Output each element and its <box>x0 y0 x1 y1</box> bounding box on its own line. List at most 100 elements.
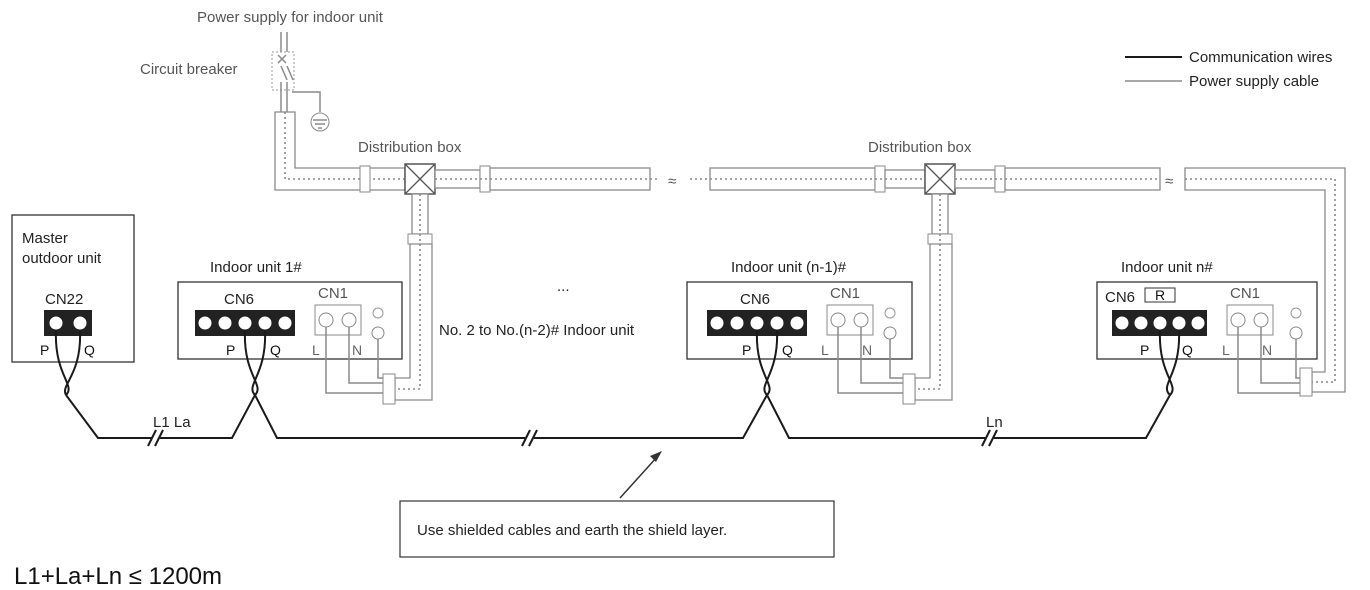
indoor-n-cn1-screw-n <box>1253 312 1269 328</box>
indoor-n1-wire-q <box>763 329 779 396</box>
indoor-1-cn1-screw-n <box>341 312 357 328</box>
power-supply-group: Power supply for indoor unit Circuit bre… <box>140 9 384 132</box>
earth-wire <box>292 91 321 112</box>
note-arrow-head <box>650 451 662 462</box>
indoor-n1-earth-screw <box>883 326 897 340</box>
bus-segment-3a <box>766 394 985 439</box>
bus-segment-1a <box>65 394 152 439</box>
indoor-n-wire-earth <box>1295 339 1300 379</box>
indoor-n1-label: Indoor unit (n-1)# <box>731 259 847 276</box>
distribution-box-2-label: Distribution box <box>868 139 972 156</box>
indoor-1-p-label: P <box>226 342 235 358</box>
note-box <box>399 500 835 558</box>
bus-break-3b <box>988 429 998 447</box>
indoor-1-wire-l <box>325 327 383 394</box>
legend-communication-label: Communication wires <box>1189 49 1332 66</box>
l1-la-label: L1 La <box>153 414 191 431</box>
note-arrow-line <box>619 456 658 499</box>
conduit-dots-6 <box>1185 178 1336 383</box>
indoor-n1-wire-l <box>837 327 903 394</box>
drop-1-end-coupler <box>382 373 396 405</box>
indoor-1-q-label: Q <box>270 342 281 358</box>
indoor-1-cn6-screw-3 <box>237 315 253 331</box>
ln-label: Ln <box>986 414 1003 431</box>
bus-segment-1b <box>160 394 256 439</box>
drop-conduit-1 <box>382 193 433 405</box>
indoor-n-wire-l <box>1237 327 1300 394</box>
indoor-n1-wire-earth <box>889 339 903 379</box>
master-outdoor-unit: Master outdoor unit CN22 P Q <box>11 214 135 363</box>
no2-to-n2-label: No. 2 to No.(n-2)# Indoor unit <box>439 322 635 339</box>
drop-2-dots <box>915 194 941 390</box>
cn22-q-label: Q <box>84 342 95 358</box>
indoor-1-wire-p <box>243 329 259 396</box>
indoor-n-wire-n <box>1260 327 1300 384</box>
indoor-1-wire-earth <box>377 339 383 379</box>
distribution-box-2-x2 <box>924 163 956 195</box>
indoor-1-wire-n <box>348 327 383 384</box>
indoor-1-cn1-label: CN1 <box>318 285 348 302</box>
note-text: Use shielded cables and earth the shield… <box>417 522 727 539</box>
indoor-n-cn6-screw-5 <box>1190 315 1206 331</box>
indoor-1-cn6-label: CN6 <box>224 291 254 308</box>
indoor-n1-q-label: Q <box>782 342 793 358</box>
cn22-screw-p <box>48 315 64 331</box>
indoor-n-wire-q <box>1165 329 1181 396</box>
shield-note: Use shielded cables and earth the shield… <box>399 451 835 558</box>
indoor-n1-cn1-screw-n <box>853 312 869 328</box>
indoor-n-cn1-screw-l <box>1230 312 1246 328</box>
indoor-unit-n-minus-1: Indoor unit (n-1)# CN6 P Q CN1 L N <box>686 259 913 394</box>
drop-1-dots <box>395 194 421 390</box>
indoor-n-earth-icon <box>1290 307 1302 319</box>
main-conduit: Distribution box ≈ Distribution box ≈ <box>274 111 1346 397</box>
indoor-n1-cn6-screw-4 <box>769 315 785 331</box>
master-label-1: Master <box>22 230 68 247</box>
master-outdoor-box <box>11 214 135 363</box>
indoor-n1-cn6-screw-1 <box>709 315 725 331</box>
indoor-n1-p-label: P <box>742 342 751 358</box>
indoor-n1-n-label: N <box>862 342 872 358</box>
indoor-unit-n: Indoor unit n# CN6 R P Q CN1 L N <box>1096 259 1318 394</box>
indoor-1-cn6-screw-1 <box>197 315 213 331</box>
drop-conduit-2 <box>902 193 953 405</box>
master-label-2: outdoor unit <box>22 250 102 267</box>
breaker-switch-right <box>286 65 294 81</box>
distribution-box-1-x2 <box>404 163 436 195</box>
break-mark-2: ≈ <box>1165 173 1173 190</box>
indoor-1-earth-icon <box>372 307 384 319</box>
break-mark-1: ≈ <box>668 173 676 190</box>
indoor-n1-cn6-screw-3 <box>749 315 765 331</box>
indoor-1-label: Indoor unit 1# <box>210 259 302 276</box>
bus-break-2b <box>528 429 538 447</box>
indoor-1-cn1-screw-l <box>318 312 334 328</box>
indoor-1-wire-q <box>251 329 267 396</box>
indoor-n-cn1-label: CN1 <box>1230 285 1260 302</box>
master-wire-q <box>63 329 82 396</box>
indoor-n-cn6-screw-4 <box>1171 315 1187 331</box>
bus-segment-2b <box>534 394 768 439</box>
cn22-label: CN22 <box>45 291 83 308</box>
indoor-n-label: Indoor unit n# <box>1121 259 1213 276</box>
indoor-n1-cn1-screw-l <box>830 312 846 328</box>
terminating-resistor <box>1144 287 1176 303</box>
bus-segment-3b <box>994 394 1171 439</box>
indoor-n-q-label: Q <box>1182 342 1193 358</box>
master-wire-p <box>54 329 70 396</box>
conduit-coupler-5 <box>1299 367 1313 397</box>
length-formula: L1+La+Ln ≤ 1200m <box>14 563 222 590</box>
indoor-n-wire-p <box>1158 329 1174 396</box>
ellipsis-mark: ... <box>557 278 570 295</box>
breaker-switch-left <box>280 65 288 81</box>
indoor-n-n-label: N <box>1262 342 1272 358</box>
circuit-breaker-box <box>271 51 295 91</box>
indoor-n1-cn6-screw-2 <box>729 315 745 331</box>
indoor-1-cn6-screw-2 <box>217 315 233 331</box>
indoor-n-p-label: P <box>1140 342 1149 358</box>
drop-2-lower <box>914 243 953 401</box>
legend-power-label: Power supply cable <box>1189 73 1319 90</box>
distribution-box-1-label: Distribution box <box>358 139 462 156</box>
indoor-n1-cn6-label: CN6 <box>740 291 770 308</box>
indoor-n1-cn1-label: CN1 <box>830 285 860 302</box>
indoor-n-cn6-screw-2 <box>1133 315 1149 331</box>
